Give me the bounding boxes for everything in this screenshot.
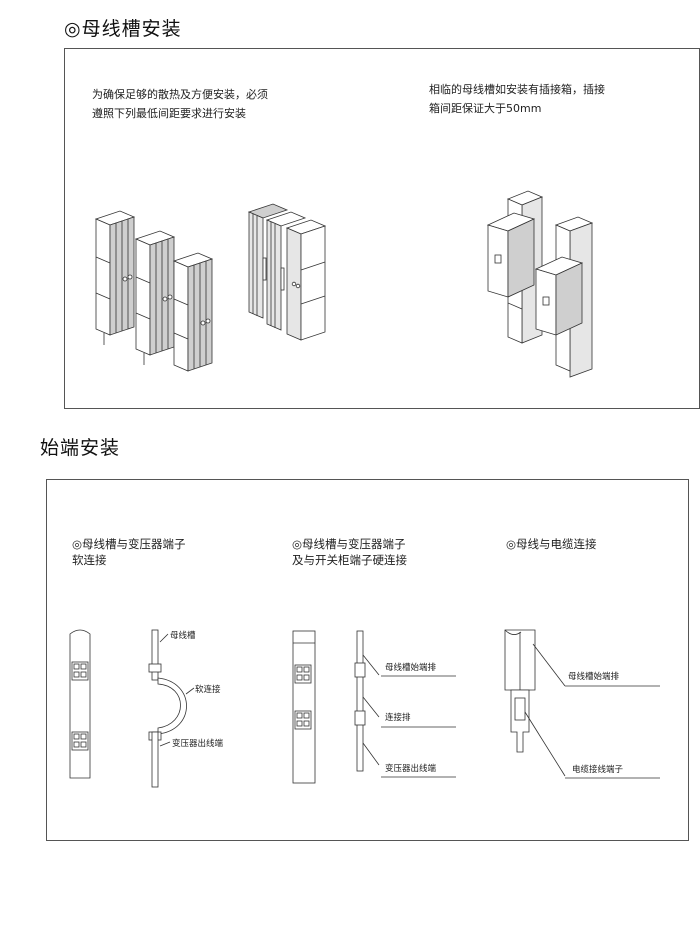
leader-transformer-outlet-2 xyxy=(362,742,380,766)
section-title-busway-installation: ◎母线槽安装 xyxy=(64,18,182,40)
spacing-note-right-line1: 相临的母线槽如安装有插接箱，插接 xyxy=(429,83,605,96)
busway-unit-b1 xyxy=(247,203,289,319)
leader-start-bar-3 xyxy=(532,643,566,687)
leader-transformer-outlet xyxy=(159,741,171,747)
label-soft-connection: 软连接 xyxy=(195,685,221,695)
label-connecting-bar: 连接排 xyxy=(385,713,411,723)
plug-in-box-1 xyxy=(486,212,536,298)
label-start-bar: 母线槽始端排 xyxy=(385,663,437,673)
label-transformer-outlet-1: 变压器出线端 xyxy=(172,739,224,749)
busway-unit-3 xyxy=(172,252,214,372)
busway-unit-b3 xyxy=(285,219,327,341)
leader-soft-connection xyxy=(185,687,195,695)
plug-in-box-2 xyxy=(534,256,584,336)
caption-cable-connection: ◎母线与电缆连接 xyxy=(506,536,597,552)
busway-spacing-illustration-b xyxy=(247,203,327,341)
leader-cable-terminal xyxy=(524,711,566,777)
starting-end-panel xyxy=(46,479,689,841)
spacing-note-right: 相临的母线槽如安装有插接箱，插接 箱间距保证大于50mm xyxy=(429,80,605,118)
busway-unit-1 xyxy=(94,210,136,345)
caption-hard-connection: ◎母线槽与变压器端子 及与开关柜端子硬连接 xyxy=(292,536,407,568)
busway-spacing-illustration-a xyxy=(94,210,214,372)
soft-connection-side-view xyxy=(148,629,187,788)
caption-hard-connection-line2: 及与开关柜端子硬连接 xyxy=(292,553,407,567)
caption-soft-connection-line2: 软连接 xyxy=(72,553,107,567)
plug-in-box-illustration xyxy=(486,190,594,378)
leader-start-bar xyxy=(362,654,380,676)
caption-hard-connection-line1: ◎母线槽与变压器端子 xyxy=(292,537,406,551)
label-transformer-outlet-2: 变压器出线端 xyxy=(385,764,437,774)
label-start-bar-3: 母线槽始端排 xyxy=(568,672,620,682)
cable-terminal xyxy=(510,689,530,753)
cable-connection-diagram xyxy=(504,629,566,777)
leader-busway xyxy=(159,633,169,643)
section-title-starting-end-installation: 始端安装 xyxy=(40,437,121,459)
hard-connection-side-view xyxy=(354,630,366,772)
spacing-note-left-line2: 遵照下列最低间距要求进行安装 xyxy=(92,107,246,120)
spacing-note-right-line2: 箱间距保证大于50mm xyxy=(429,102,542,115)
soft-connection-diagram xyxy=(69,629,195,788)
busway-front-view xyxy=(69,629,91,779)
caption-soft-connection-line1: ◎母线槽与变压器端子 xyxy=(72,537,186,551)
hard-connection-diagram xyxy=(292,630,380,784)
leader-connecting-bar xyxy=(362,696,380,718)
busway-front-view-2 xyxy=(292,630,316,784)
busway-unit-2 xyxy=(134,230,176,365)
busway-unit-b2 xyxy=(265,211,307,331)
label-cable-terminal: 电缆接线端子 xyxy=(572,765,624,775)
caption-soft-connection: ◎母线槽与变压器端子 软连接 xyxy=(72,536,186,568)
label-busway: 母线槽 xyxy=(170,631,196,641)
spacing-note-left: 为确保足够的散热及方便安装，必须 遵照下列最低间距要求进行安装 xyxy=(92,85,268,123)
caption-cable-connection-line1: ◎母线与电缆连接 xyxy=(506,537,597,551)
spacing-note-left-line1: 为确保足够的散热及方便安装，必须 xyxy=(92,88,268,101)
busway-start-section xyxy=(504,629,536,691)
